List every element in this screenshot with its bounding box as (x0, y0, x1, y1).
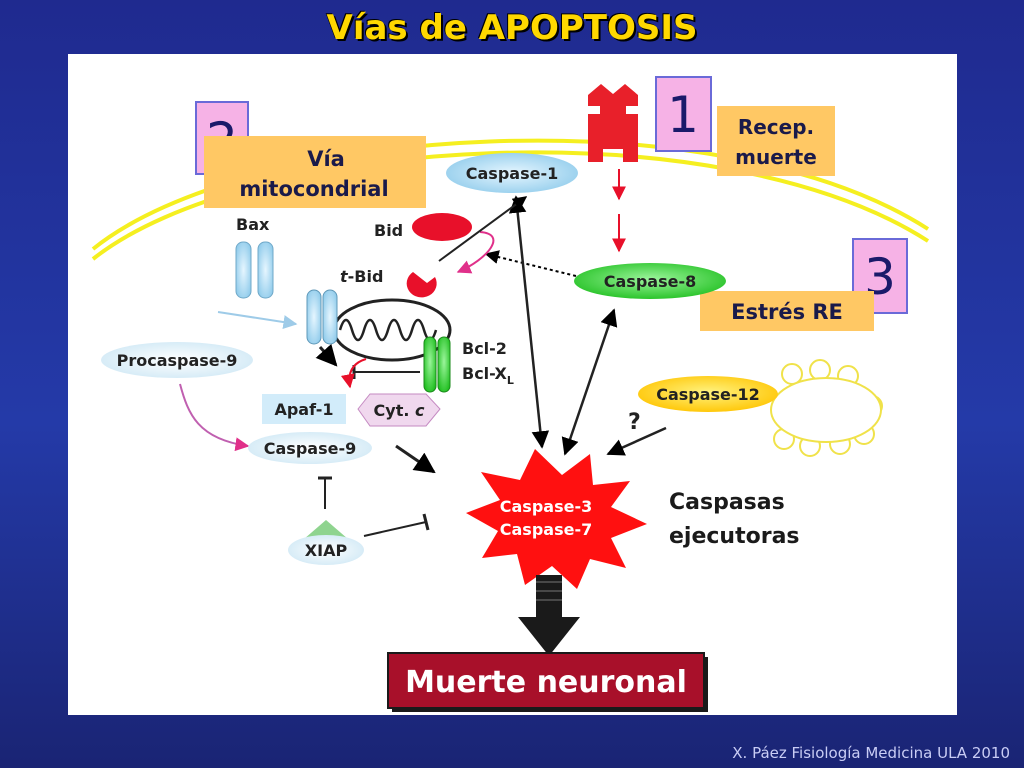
caspase8-caspase3-double-arrow (561, 308, 618, 456)
svg-text:Vía: Vía (307, 147, 345, 171)
bax-mito-black-arrow (315, 343, 338, 367)
tbid-node: t-Bid (340, 267, 437, 298)
svg-text:Cyt. c: Cyt. c (374, 401, 425, 420)
svg-text:Bid: Bid (374, 221, 403, 240)
caspase-1-node: Caspase-1 (446, 153, 578, 193)
svg-text:Caspase-9: Caspase-9 (264, 439, 356, 458)
svg-text:Bcl-XL: Bcl-XL (462, 364, 514, 387)
neuronal-death-box: Muerte neuronal (387, 652, 708, 712)
caspase-3-label: Caspase-3 (500, 497, 592, 516)
svg-text:t-Bid: t-Bid (340, 267, 383, 286)
caspase8-to-bid-dotted-arrow (484, 250, 577, 277)
cell-membrane (91, 138, 930, 261)
executioner-caspases-label: Caspasas ejecutoras (669, 490, 800, 549)
svg-text:Caspase-12: Caspase-12 (656, 385, 760, 404)
svg-text:mitocondrial: mitocondrial (239, 177, 388, 201)
mito-release-red-arrow (340, 358, 367, 389)
caspase1-caspase3-double-arrow (508, 195, 550, 449)
bid-to-tbid-arrow (456, 231, 495, 274)
death-receptor-icon (588, 84, 638, 162)
er-stress-label: Estrés RE (700, 291, 874, 331)
svg-text:Muerte neuronal: Muerte neuronal (405, 665, 687, 700)
apoptosis-diagram: 1 Recep. muerte 2 Vía mitocondrial 3 Est… (91, 76, 930, 712)
death-receptor-label: Recep. muerte (717, 106, 835, 176)
slide-title: Vías de APOPTOSIS (326, 8, 698, 48)
procaspase9-to-caspase9-arrow (179, 383, 250, 452)
svg-text:Estrés RE: Estrés RE (731, 300, 843, 324)
caspase9-to-caspase3-arrow (395, 444, 436, 474)
caspase-12-node: Caspase-12 (638, 376, 778, 412)
svg-text:XIAP: XIAP (305, 541, 348, 560)
svg-text:Bcl-2: Bcl-2 (462, 339, 507, 358)
caspase-9-node: Caspase-9 (248, 432, 372, 464)
bax-node: Bax (235, 215, 274, 299)
death-arrow-icon (518, 575, 580, 656)
bclxl-node: Bcl-XL (462, 364, 514, 387)
caspase1-tbid-arrow (438, 196, 528, 262)
xiap-caspase3-inhibition-line (363, 521, 427, 537)
executioner-caspase-star: Caspase-3 Caspase-7 (466, 449, 647, 589)
unknown-link-question-mark: ? (628, 410, 641, 435)
bcl2-node: Bcl-2 (462, 339, 507, 358)
xiap-node: XIAP (288, 520, 364, 565)
svg-text:Caspasas: Caspasas (669, 490, 785, 515)
caspase-8-node: Caspase-8 (574, 263, 726, 299)
pathway-number-1: 1 (655, 76, 712, 152)
svg-text:Caspase-1: Caspase-1 (466, 164, 558, 183)
caspase12-caspase3-arrow (606, 426, 667, 456)
procaspase-9-node: Procaspase-9 (101, 342, 253, 378)
cyt-c-node: Cyt. c (357, 393, 441, 427)
bid-node: Bid (374, 213, 472, 241)
svg-text:Procaspase-9: Procaspase-9 (117, 351, 238, 370)
mitochondrial-pathway-label: Vía mitocondrial (204, 136, 426, 208)
xiap-caspase3-inhibition-bar (422, 513, 430, 531)
pathway-number-3: 3 (852, 238, 908, 314)
caspase-7-label: Caspase-7 (500, 520, 592, 539)
svg-text:Recep.: Recep. (738, 115, 814, 139)
pathway-number-1-text: 1 (667, 86, 699, 144)
svg-text:muerte: muerte (735, 145, 817, 169)
footer-credit: X. Páez Fisiología Medicina ULA 2010 (732, 744, 1010, 762)
endoplasmic-reticulum-icon (770, 359, 883, 457)
svg-text:ejecutoras: ejecutoras (669, 524, 800, 549)
apaf-1-node: Apaf-1 (262, 394, 346, 424)
svg-text:Apaf-1: Apaf-1 (274, 400, 333, 419)
svg-text:Caspase-8: Caspase-8 (604, 272, 696, 291)
diagram-panel: 1 Recep. muerte 2 Vía mitocondrial 3 Est… (68, 54, 957, 715)
svg-text:Bax: Bax (236, 215, 270, 234)
bax-to-mito-arrow (217, 311, 298, 330)
mitochondrion-icon (306, 289, 452, 393)
